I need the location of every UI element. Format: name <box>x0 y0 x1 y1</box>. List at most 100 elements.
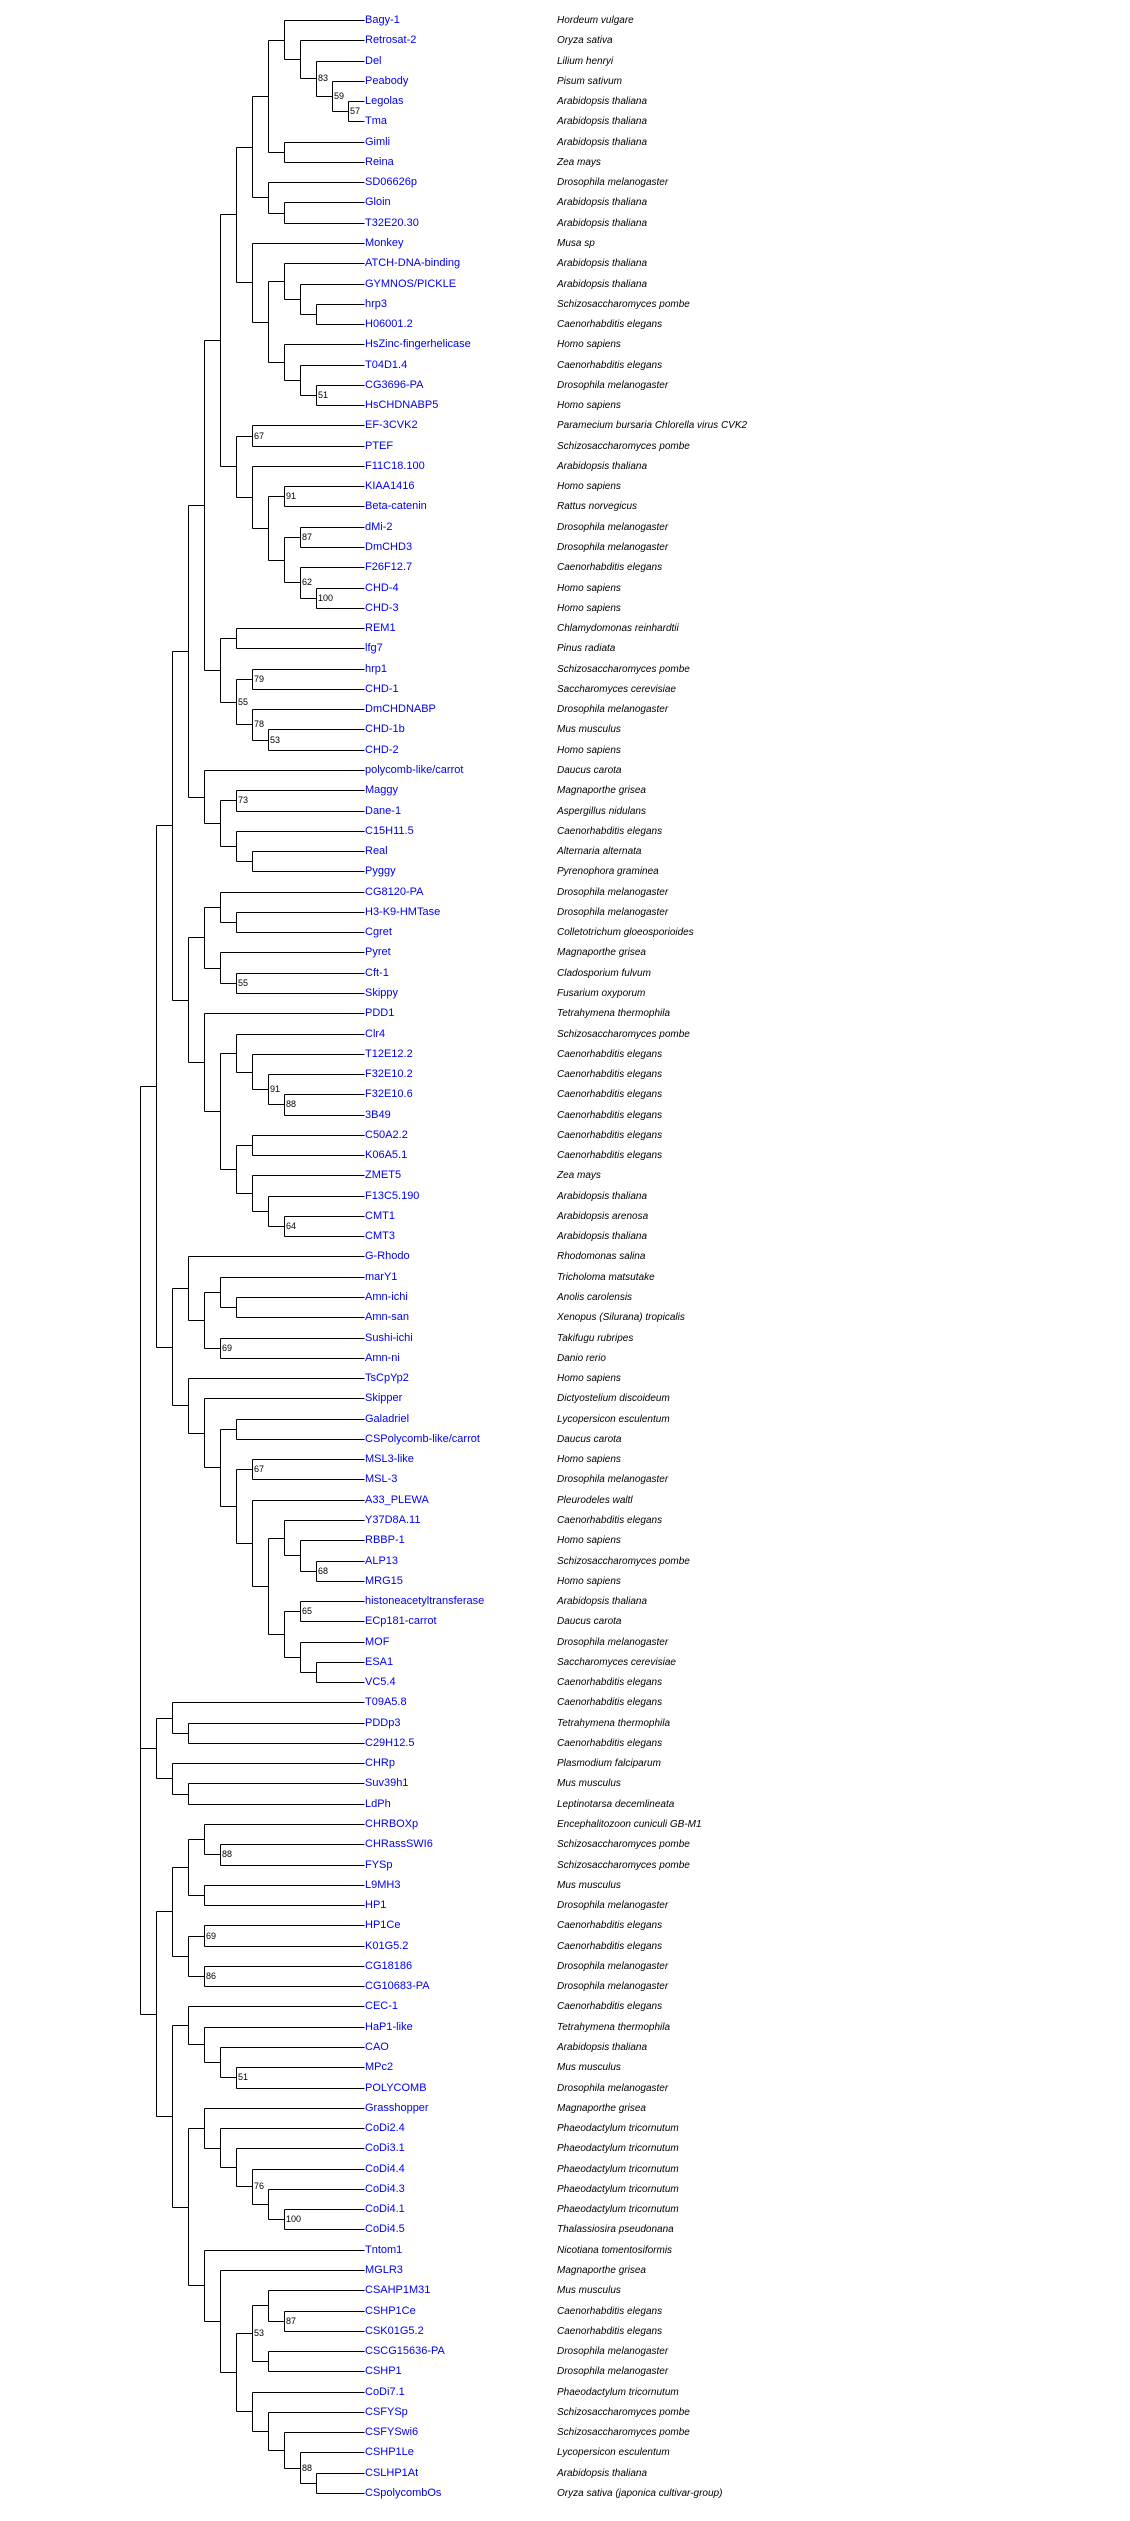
leaf-name-link[interactable]: T04D1.4 <box>365 359 408 371</box>
leaf-name-link[interactable]: HaP1-like <box>365 2021 413 2033</box>
leaf-name-link[interactable]: Gimli <box>365 136 391 148</box>
leaf-name-link[interactable]: CHRp <box>365 1757 395 1769</box>
leaf-name-link[interactable]: K01G5.2 <box>365 1940 409 1952</box>
leaf-name-link[interactable]: CHD-1b <box>365 723 405 735</box>
leaf-name-link[interactable]: ECp181-carrot <box>365 1615 437 1627</box>
leaf-name-link[interactable]: CHRBOXp <box>365 1818 419 1830</box>
leaf-name-link[interactable]: Bagy-1 <box>365 14 400 26</box>
leaf-name-link[interactable]: ATCH-DNA-binding <box>365 257 461 269</box>
leaf-name-link[interactable]: H3-K9-HMTase <box>365 906 441 918</box>
leaf-name-link[interactable]: histoneacetyltransferase <box>365 1595 485 1607</box>
leaf-name-link[interactable]: CSFYSwi6 <box>365 2426 419 2438</box>
leaf-name-link[interactable]: GYMNOS/PICKLE <box>365 278 457 290</box>
leaf-name-link[interactable]: CSAHP1M31 <box>365 2284 431 2296</box>
leaf-name-link[interactable]: CSLHP1At <box>365 2467 419 2479</box>
leaf-name-link[interactable]: CoDi7.1 <box>365 2386 405 2398</box>
leaf-name-link[interactable]: CAO <box>365 2041 389 2053</box>
leaf-name-link[interactable]: CMT1 <box>365 1210 395 1222</box>
leaf-name-link[interactable]: EF-3CVK2 <box>365 419 418 431</box>
leaf-name-link[interactable]: hrp3 <box>365 298 388 310</box>
leaf-name-link[interactable]: F26F12.7 <box>365 561 413 573</box>
leaf-name-link[interactable]: CHD-3 <box>365 602 399 614</box>
leaf-name-link[interactable]: Monkey <box>365 237 404 249</box>
leaf-name-link[interactable]: CSHP1 <box>365 2365 402 2377</box>
leaf-name-link[interactable]: C29H12.5 <box>365 1737 415 1749</box>
leaf-name-link[interactable]: polycomb-like/carrot <box>365 764 464 776</box>
leaf-name-link[interactable]: Cgret <box>365 926 392 938</box>
leaf-name-link[interactable]: CoDi4.3 <box>365 2183 405 2195</box>
leaf-name-link[interactable]: Clr4 <box>365 1028 386 1040</box>
leaf-name-link[interactable]: MPc2 <box>365 2061 394 2073</box>
leaf-name-link[interactable]: Gloin <box>365 196 391 208</box>
leaf-name-link[interactable]: F13C5.190 <box>365 1190 420 1202</box>
leaf-name-link[interactable]: CSFYSp <box>365 2406 408 2418</box>
leaf-name-link[interactable]: F32E10.2 <box>365 1068 413 1080</box>
leaf-name-link[interactable]: Maggy <box>365 784 399 796</box>
leaf-name-link[interactable]: TsCpYp2 <box>365 1372 409 1384</box>
leaf-name-link[interactable]: Skipper <box>365 1392 403 1404</box>
leaf-name-link[interactable]: F11C18.100 <box>365 460 425 472</box>
leaf-name-link[interactable]: F32E10.6 <box>365 1088 413 1100</box>
leaf-name-link[interactable]: CHD-4 <box>365 582 399 594</box>
leaf-name-link[interactable]: CSHP1Ce <box>365 2305 416 2317</box>
leaf-name-link[interactable]: Tma <box>365 115 387 127</box>
leaf-name-link[interactable]: Reina <box>365 156 394 168</box>
leaf-name-link[interactable]: A33_PLEWA <box>365 1494 429 1506</box>
leaf-name-link[interactable]: CSHP1Le <box>365 2446 414 2458</box>
leaf-name-link[interactable]: G-Rhodo <box>365 1250 410 1262</box>
leaf-name-link[interactable]: HsCHDNABP5 <box>365 399 439 411</box>
leaf-name-link[interactable]: MRG15 <box>365 1575 403 1587</box>
leaf-name-link[interactable]: Dane-1 <box>365 805 402 817</box>
leaf-name-link[interactable]: REM1 <box>365 622 396 634</box>
leaf-name-link[interactable]: Retrosat-2 <box>365 34 417 46</box>
leaf-name-link[interactable]: DmCHDNABP <box>365 703 436 715</box>
leaf-name-link[interactable]: LdPh <box>365 1798 391 1810</box>
leaf-name-link[interactable]: DmCHD3 <box>365 541 413 553</box>
leaf-name-link[interactable]: Suv39h1 <box>365 1777 409 1789</box>
leaf-name-link[interactable]: CHRassSWI6 <box>365 1838 433 1850</box>
leaf-name-link[interactable]: Skippy <box>365 987 399 999</box>
leaf-name-link[interactable]: Y37D8A.11 <box>365 1514 421 1526</box>
leaf-name-link[interactable]: VC5.4 <box>365 1676 396 1688</box>
leaf-name-link[interactable]: dMi-2 <box>365 521 393 533</box>
leaf-name-link[interactable]: CSCG15636-PA <box>365 2345 445 2357</box>
leaf-name-link[interactable]: RBBP-1 <box>365 1534 405 1546</box>
leaf-name-link[interactable]: CG3696-PA <box>365 379 424 391</box>
leaf-name-link[interactable]: CSK01G5.2 <box>365 2325 424 2337</box>
leaf-name-link[interactable]: Tntom1 <box>365 2244 403 2256</box>
leaf-name-link[interactable]: Amn-ichi <box>365 1291 408 1303</box>
leaf-name-link[interactable]: Amn-san <box>365 1311 410 1323</box>
leaf-name-link[interactable]: CG18186 <box>365 1960 413 1972</box>
leaf-name-link[interactable]: CHD-1 <box>365 683 399 695</box>
leaf-name-link[interactable]: CG10683-PA <box>365 1980 430 1992</box>
leaf-name-link[interactable]: CoDi4.1 <box>365 2203 405 2215</box>
leaf-name-link[interactable]: K06A5.1 <box>365 1149 408 1161</box>
leaf-name-link[interactable]: PTEF <box>365 440 394 452</box>
leaf-name-link[interactable]: MSL-3 <box>365 1473 398 1485</box>
leaf-name-link[interactable]: CoDi3.1 <box>365 2142 405 2154</box>
leaf-name-link[interactable]: PDD1 <box>365 1007 395 1019</box>
leaf-name-link[interactable]: Amn-ni <box>365 1352 400 1364</box>
leaf-name-link[interactable]: CSpolycombOs <box>365 2487 442 2499</box>
leaf-name-link[interactable]: HsZinc-fingerhelicase <box>365 338 471 350</box>
leaf-name-link[interactable]: SD06626p <box>365 176 417 188</box>
leaf-name-link[interactable]: T32E20.30 <box>365 217 419 229</box>
leaf-name-link[interactable]: L9MH3 <box>365 1879 401 1891</box>
leaf-name-link[interactable]: CoDi4.5 <box>365 2223 405 2235</box>
leaf-name-link[interactable]: HP1Ce <box>365 1919 401 1931</box>
leaf-name-link[interactable]: marY1 <box>365 1271 398 1283</box>
leaf-name-link[interactable]: C15H11.5 <box>365 825 414 837</box>
leaf-name-link[interactable]: MSL3-like <box>365 1453 414 1465</box>
leaf-name-link[interactable]: 3B49 <box>365 1109 391 1121</box>
leaf-name-link[interactable]: Grasshopper <box>365 2102 429 2114</box>
leaf-name-link[interactable]: hrp1 <box>365 663 388 675</box>
leaf-name-link[interactable]: C50A2.2 <box>365 1129 408 1141</box>
leaf-name-link[interactable]: Sushi-ichi <box>365 1332 413 1344</box>
leaf-name-link[interactable]: Peabody <box>365 75 409 87</box>
leaf-name-link[interactable]: Galadriel <box>365 1413 410 1425</box>
leaf-name-link[interactable]: Beta-catenin <box>365 500 427 512</box>
leaf-name-link[interactable]: POLYCOMB <box>365 2082 427 2094</box>
leaf-name-link[interactable]: CG8120-PA <box>365 886 424 898</box>
leaf-name-link[interactable]: Del <box>365 55 382 67</box>
leaf-name-link[interactable]: H06001.2 <box>365 318 413 330</box>
